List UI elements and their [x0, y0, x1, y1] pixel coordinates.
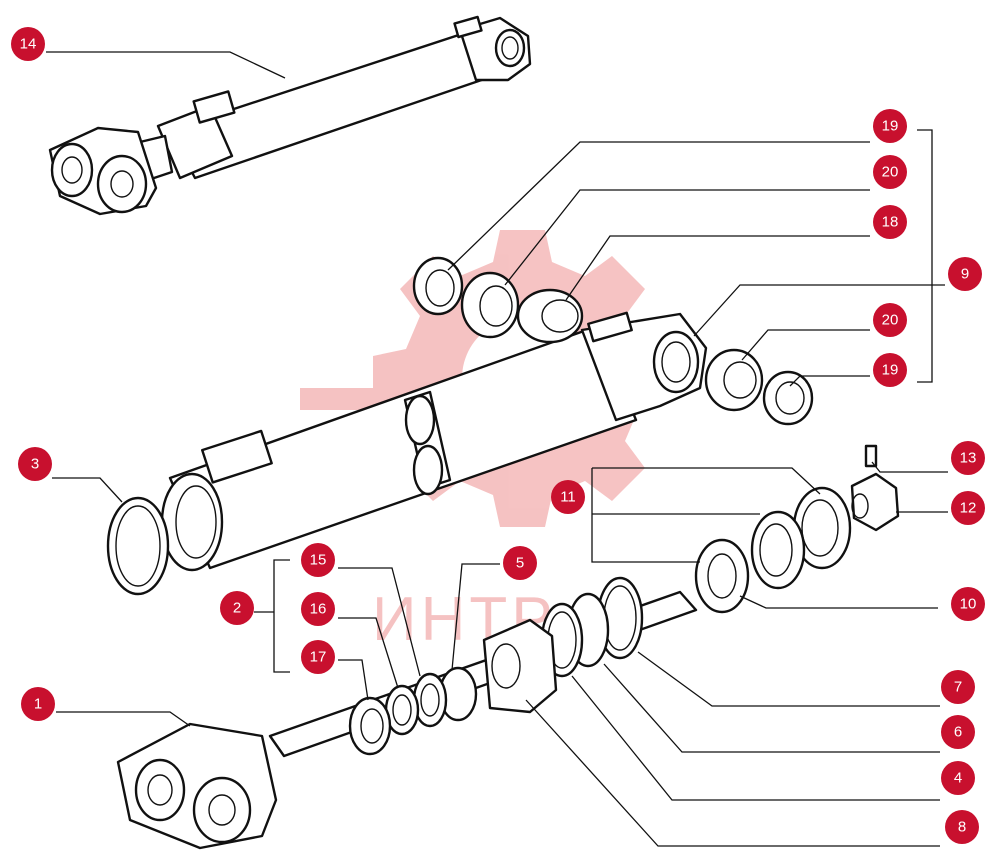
part-11-piston-seal [750, 486, 852, 590]
leader-lines [46, 51, 948, 847]
svg-text:5: 5 [516, 555, 524, 572]
svg-text:15: 15 [310, 552, 327, 569]
callout-6[interactable]: 6 [941, 715, 975, 749]
svg-text:19: 19 [882, 118, 899, 135]
part-9-cylinder-barrel [160, 311, 708, 572]
part-12-nut [850, 472, 900, 532]
svg-text:20: 20 [882, 312, 899, 329]
part-3-o-ring [106, 496, 170, 596]
part-1-rod-eye [116, 722, 278, 850]
part-14-assembled-cylinder [48, 15, 532, 216]
part-20-bushing-right [704, 348, 764, 412]
svg-text:6: 6 [954, 724, 962, 741]
svg-text:20: 20 [882, 164, 899, 181]
part-10-piston [694, 538, 750, 614]
callout-10[interactable]: 10 [951, 587, 985, 621]
svg-text:18: 18 [882, 214, 899, 231]
svg-text:19: 19 [882, 362, 899, 379]
part-15-seal [412, 672, 448, 728]
svg-text:1: 1 [34, 696, 42, 713]
callout-19-right[interactable]: 19 [873, 353, 907, 387]
callout-14[interactable]: 14 [11, 27, 45, 61]
svg-text:7: 7 [954, 679, 962, 696]
part-19-seal-right [762, 370, 814, 426]
callout-5[interactable]: 5 [503, 546, 537, 580]
callout-18[interactable]: 18 [873, 205, 907, 239]
callout-12[interactable]: 12 [951, 491, 985, 525]
svg-text:12: 12 [960, 500, 977, 517]
callout-19[interactable]: 19 [873, 109, 907, 143]
svg-text:14: 14 [20, 36, 37, 53]
callout-9[interactable]: 9 [948, 257, 982, 291]
callout-7[interactable]: 7 [941, 670, 975, 704]
callout-16[interactable]: 16 [301, 592, 335, 626]
callout-17[interactable]: 17 [301, 640, 335, 674]
svg-text:2: 2 [233, 600, 241, 617]
callout-13[interactable]: 13 [951, 441, 985, 475]
callout-11[interactable]: 11 [551, 480, 585, 514]
svg-text:10: 10 [960, 596, 977, 613]
part-13-set-screw [864, 444, 878, 468]
callout-20[interactable]: 20 [873, 155, 907, 189]
part-8-gland [482, 618, 558, 714]
svg-text:16: 16 [310, 601, 327, 618]
svg-text:3: 3 [31, 456, 39, 473]
svg-text:13: 13 [960, 450, 977, 467]
svg-text:8: 8 [958, 819, 966, 836]
svg-text:11: 11 [560, 489, 576, 506]
part-18-bushing [516, 288, 584, 344]
svg-text:17: 17 [310, 649, 327, 666]
callout-20-right[interactable]: 20 [873, 303, 907, 337]
callout-badges: 14 19 20 18 9 20 19 3 [11, 27, 985, 844]
svg-text:9: 9 [961, 266, 969, 283]
callout-4[interactable]: 4 [941, 761, 975, 795]
part-19-seal-top [412, 256, 464, 316]
callout-8[interactable]: 8 [945, 810, 979, 844]
callout-2[interactable]: 2 [220, 591, 254, 625]
callout-15[interactable]: 15 [301, 543, 335, 577]
callout-1[interactable]: 1 [21, 687, 55, 721]
callout-3[interactable]: 3 [18, 447, 52, 481]
part-17-seal [348, 696, 392, 756]
part-20-bushing-top [460, 271, 520, 339]
svg-text:4: 4 [954, 770, 962, 787]
